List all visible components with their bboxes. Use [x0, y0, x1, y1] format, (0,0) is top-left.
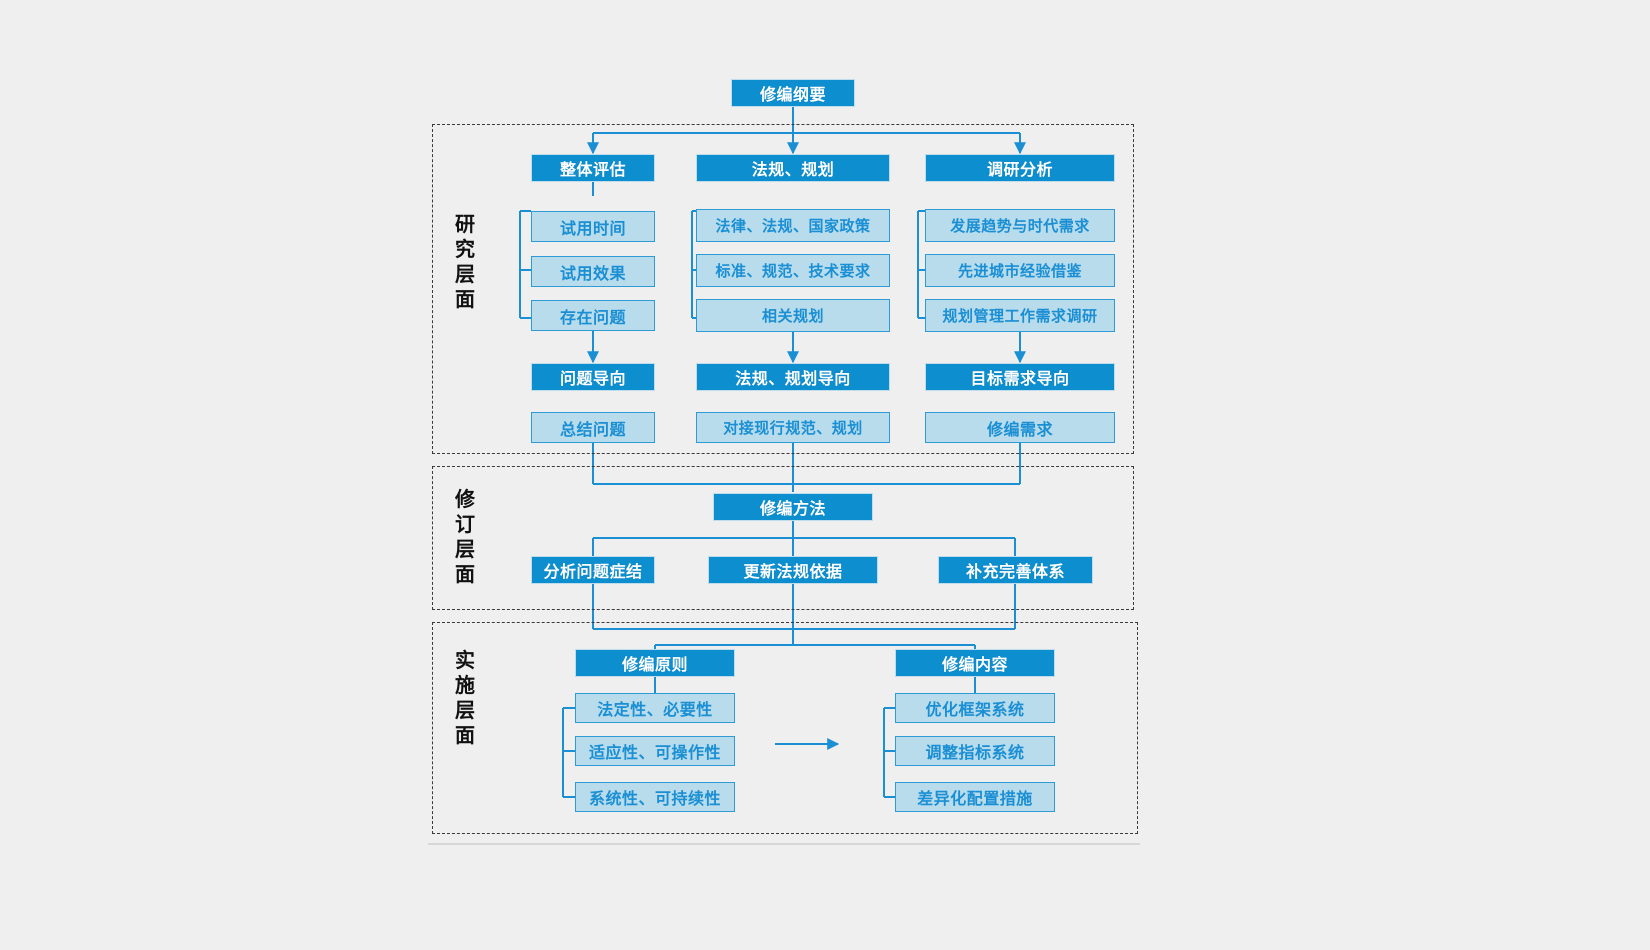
layer-label-revision: 修 订 层 面 — [452, 487, 478, 587]
node-item-standards-specs-technical[interactable]: 标准、规范、技术要求 — [696, 254, 890, 287]
node-item-laws-regulations-policies[interactable]: 法律、法规、国家政策 — [696, 209, 890, 242]
node-orientation-regulation-planning[interactable]: 法规、规划导向 — [696, 363, 890, 391]
node-orientation-goal-demand[interactable]: 目标需求导向 — [925, 363, 1115, 391]
layer-label-char: 层 — [455, 698, 475, 722]
layer-label-char: 面 — [455, 723, 475, 747]
node-head-regulations-planning[interactable]: 法规、规划 — [696, 154, 890, 182]
node-head-revision-content[interactable]: 修编内容 — [895, 649, 1055, 677]
node-item-trial-effect[interactable]: 试用效果 — [531, 256, 655, 287]
node-head-overall-assessment[interactable]: 整体评估 — [531, 154, 655, 182]
node-item-trial-period[interactable]: 试用时间 — [531, 211, 655, 242]
layer-label-char: 修 — [455, 487, 475, 511]
node-orientation-problem[interactable]: 问题导向 — [531, 363, 655, 391]
layer-container-revision — [432, 466, 1134, 610]
node-content-adjust-indicators[interactable]: 调整指标系统 — [895, 736, 1055, 766]
node-item-planning-management-survey[interactable]: 规划管理工作需求调研 — [925, 299, 1115, 332]
node-head-revision-method[interactable]: 修编方法 — [713, 493, 873, 521]
node-item-trends-and-era-demand[interactable]: 发展趋势与时代需求 — [925, 209, 1115, 242]
layer-label-char: 面 — [455, 287, 475, 311]
node-head-revision-principles[interactable]: 修编原则 — [575, 649, 735, 677]
layer-container-implementation — [432, 622, 1138, 834]
layer-label-char: 面 — [455, 562, 475, 586]
node-content-differentiated-measures[interactable]: 差异化配置措施 — [895, 782, 1055, 812]
node-principle-adaptable-operable[interactable]: 适应性、可操作性 — [575, 736, 735, 766]
layer-label-implementation: 实 施 层 面 — [452, 648, 478, 748]
node-revision-update-legal-basis[interactable]: 更新法规依据 — [708, 556, 878, 584]
node-revision-supplement-system[interactable]: 补充完善体系 — [938, 556, 1093, 584]
layer-label-char: 究 — [455, 237, 475, 261]
layer-label-char: 研 — [455, 212, 475, 236]
layer-label-char: 实 — [455, 648, 475, 672]
node-revision-analyze-root-cause[interactable]: 分析问题症结 — [531, 556, 655, 584]
layer-container-research — [432, 124, 1134, 454]
node-principle-systematic-sustainable[interactable]: 系统性、可持续性 — [575, 782, 735, 812]
node-item-existing-problems[interactable]: 存在问题 — [531, 300, 655, 331]
node-item-advanced-city-experience[interactable]: 先进城市经验借鉴 — [925, 254, 1115, 287]
node-head-research-analysis[interactable]: 调研分析 — [925, 154, 1115, 182]
node-outcome-align-current-specs[interactable]: 对接现行规范、规划 — [696, 412, 890, 443]
node-item-related-planning[interactable]: 相关规划 — [696, 299, 890, 332]
node-root-outline[interactable]: 修编纲要 — [731, 79, 855, 107]
node-outcome-summarize-problems[interactable]: 总结问题 — [531, 412, 655, 443]
layer-label-char: 层 — [455, 262, 475, 286]
layer-label-char: 订 — [455, 512, 475, 536]
layer-label-research: 研 究 层 面 — [452, 212, 478, 312]
node-content-optimize-framework[interactable]: 优化框架系统 — [895, 693, 1055, 723]
layer-label-char: 施 — [455, 673, 475, 697]
node-outcome-revision-demand[interactable]: 修编需求 — [925, 412, 1115, 443]
layer-label-char: 层 — [455, 537, 475, 561]
node-principle-legal-necessary[interactable]: 法定性、必要性 — [575, 693, 735, 723]
